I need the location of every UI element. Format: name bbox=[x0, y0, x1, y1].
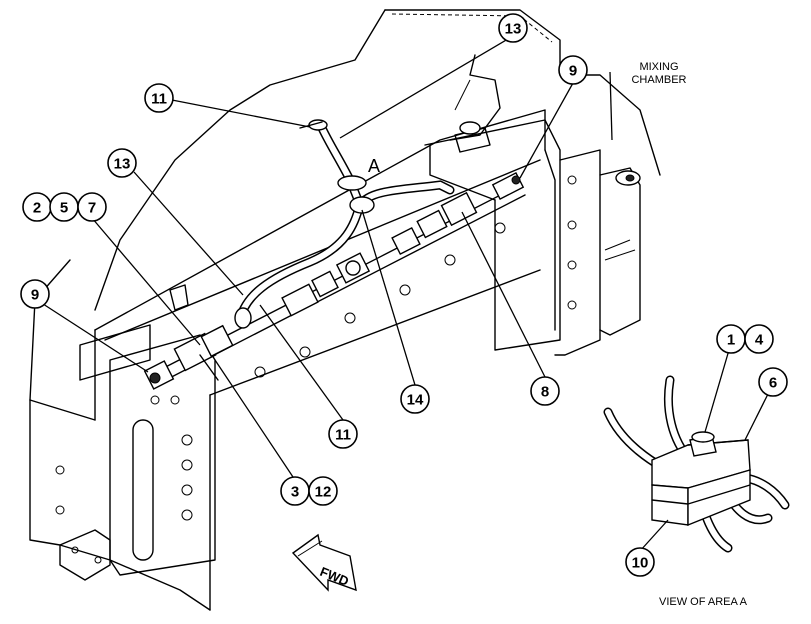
view-of-area-a-label: VIEW OF AREA A bbox=[659, 596, 748, 608]
callout-12: 12 bbox=[308, 476, 338, 506]
area-a-marker: A bbox=[368, 156, 380, 176]
machine-outline bbox=[29, 9, 661, 611]
callout-6: 6 bbox=[758, 367, 788, 397]
svg-text:9: 9 bbox=[31, 287, 39, 304]
svg-text:9: 9 bbox=[569, 63, 577, 80]
mixing-chamber-assembly bbox=[424, 119, 641, 356]
callout-11-top: 11 bbox=[144, 83, 174, 113]
svg-text:6: 6 bbox=[769, 375, 777, 392]
mixing-chamber-label-line1: MIXING bbox=[639, 61, 678, 73]
svg-text:3: 3 bbox=[291, 484, 299, 501]
callout-14: 14 bbox=[400, 384, 430, 414]
svg-text:12: 12 bbox=[315, 484, 332, 501]
callout-4: 4 bbox=[744, 324, 774, 354]
callout-1: 1 bbox=[716, 324, 746, 354]
upper-hose bbox=[234, 119, 455, 329]
callout-9-right: 9 bbox=[558, 55, 588, 85]
svg-text:11: 11 bbox=[335, 427, 351, 444]
callout-2: 2 bbox=[22, 192, 52, 222]
svg-text:8: 8 bbox=[541, 384, 549, 401]
callout-3: 3 bbox=[280, 476, 310, 506]
callout-5: 5 bbox=[49, 192, 79, 222]
callout-8: 8 bbox=[530, 376, 560, 406]
svg-text:13: 13 bbox=[505, 21, 522, 38]
forward-arrow-icon: FWD bbox=[291, 533, 357, 592]
mixing-chamber-label-line2: CHAMBER bbox=[631, 74, 686, 86]
callout-13-left: 13 bbox=[107, 148, 137, 178]
detail-view-area-a bbox=[603, 375, 790, 553]
svg-text:7: 7 bbox=[88, 200, 96, 217]
callout-13-top: 13 bbox=[498, 13, 528, 43]
svg-text:4: 4 bbox=[755, 332, 764, 349]
svg-text:5: 5 bbox=[60, 200, 68, 217]
svg-text:2: 2 bbox=[33, 200, 41, 217]
lower-tube-line bbox=[143, 172, 526, 390]
svg-text:11: 11 bbox=[151, 91, 167, 108]
svg-text:10: 10 bbox=[632, 555, 649, 572]
callout-7: 7 bbox=[77, 192, 107, 222]
leader-lines bbox=[39, 35, 770, 552]
callout-11-bottom: 11 bbox=[328, 419, 358, 449]
svg-text:14: 14 bbox=[407, 392, 424, 409]
callout-10: 10 bbox=[625, 547, 655, 577]
svg-text:1: 1 bbox=[727, 332, 735, 349]
svg-text:13: 13 bbox=[114, 156, 131, 173]
callout-9-left: 9 bbox=[20, 279, 50, 309]
